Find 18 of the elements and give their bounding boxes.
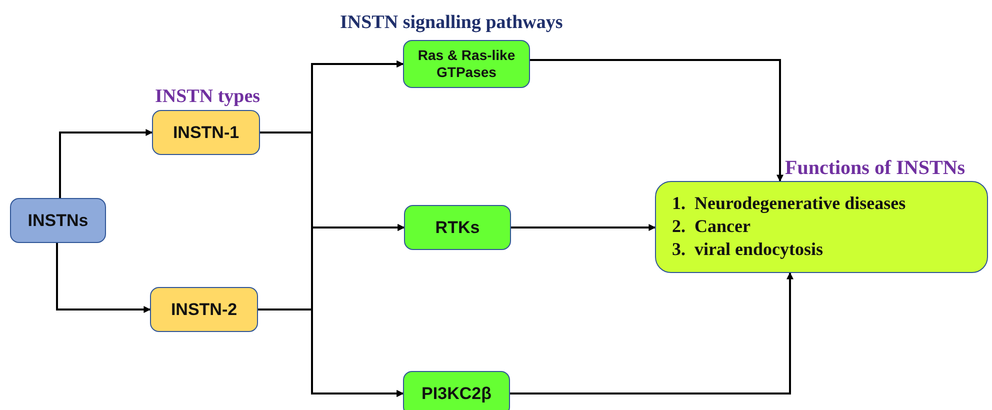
section-heading: INSTN types [155,86,260,108]
root-box: INSTNs [10,198,106,243]
list-item: 3. viral endocytosis [672,238,824,261]
arrow [56,243,151,313]
section-heading: INSTN signalling pathways [340,12,563,34]
list-item: 1. Neurodegenerative diseases [672,192,907,215]
section-heading: Functions of INSTNs [785,157,966,180]
type-box: INSTN-1 [152,110,260,155]
arrow [59,129,153,198]
arrow [530,59,784,182]
pathway-box: PI3KC2β [403,371,510,410]
pathway-box: RTKs [404,205,511,250]
arrow [258,308,404,397]
arrow [511,224,656,231]
list-item: 2. Cancer [672,215,752,238]
type-box: INSTN-2 [150,287,258,332]
pathway-box: Ras & Ras-like GTPases [403,40,530,88]
arrow [510,272,794,394]
